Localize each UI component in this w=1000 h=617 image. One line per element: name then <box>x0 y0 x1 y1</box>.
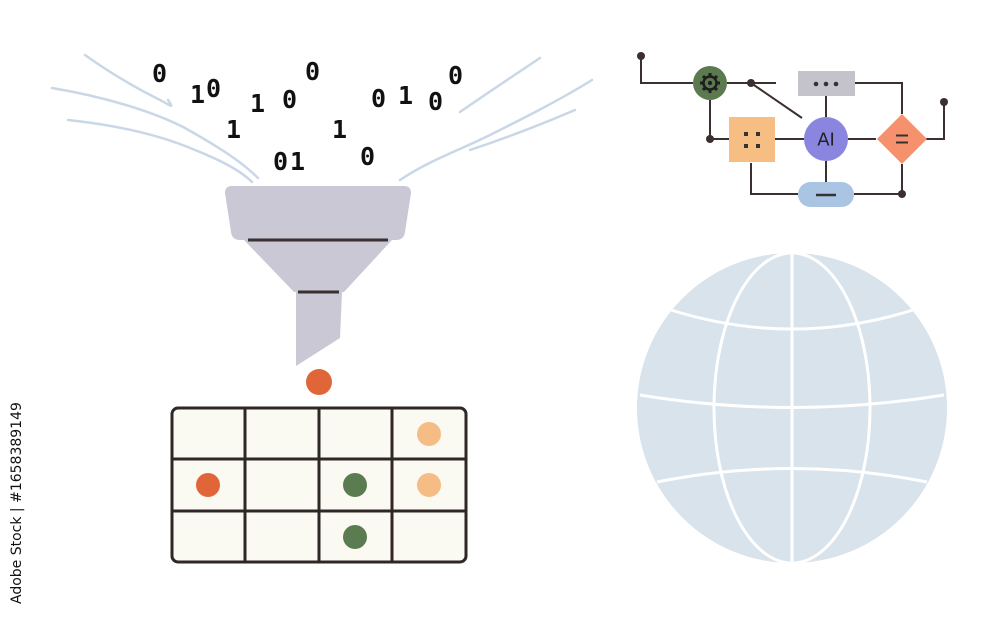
circuit-node-dot <box>747 79 755 87</box>
binary-digit: 1 <box>226 115 241 144</box>
binary-digit: 0 <box>273 147 288 176</box>
binary-digits: 0 1 0 1 0 0 1 0 1 0 0 1 0 1 0 <box>152 57 463 176</box>
globe-icon <box>637 251 947 565</box>
stock-caption: Adobe Stock | #1658389149 <box>9 402 25 604</box>
circuit-node-dot <box>637 52 645 60</box>
circuit-node-dot <box>706 135 714 143</box>
binary-digit: 1 <box>250 89 265 118</box>
ellipsis-icon <box>813 81 839 87</box>
ai-label: AI <box>817 130 835 151</box>
grid-dot-red <box>196 473 220 497</box>
gear-icon <box>700 73 720 93</box>
grid-dot-green <box>343 525 367 549</box>
chat-node <box>798 71 855 96</box>
funnel-icon <box>225 186 411 366</box>
pill-node <box>798 182 854 207</box>
ai-circuit-diagram: AI <box>637 52 948 207</box>
data-stream-lines <box>50 53 594 184</box>
dots-grid-node <box>729 117 775 162</box>
falling-data-dot <box>306 369 332 395</box>
binary-digit: 0 <box>305 57 320 86</box>
grid-dot-green <box>343 473 367 497</box>
binary-digit: 0 <box>448 61 463 90</box>
gear-node <box>693 66 727 100</box>
binary-digit: 0 <box>360 142 375 171</box>
equals-icon <box>896 134 908 144</box>
binary-digit: 0 <box>282 85 297 114</box>
binary-digit: 0 <box>152 59 167 88</box>
grid-dot-peach <box>417 473 441 497</box>
binary-digit: 1 <box>332 115 347 144</box>
binary-digit: 0 <box>371 84 386 113</box>
binary-digit: 0 <box>428 87 443 116</box>
grid-dot-peach <box>417 422 441 446</box>
binary-digit: 1 <box>398 81 413 110</box>
dots-grid-icon <box>744 132 760 148</box>
ai-node: AI <box>804 117 848 161</box>
circuit-node-dot <box>898 190 906 198</box>
binary-digit: 1 <box>290 147 305 176</box>
data-grid <box>170 406 468 564</box>
binary-digit: 1 <box>190 80 205 109</box>
binary-digit: 0 <box>206 74 221 103</box>
circuit-node-dot <box>940 98 948 106</box>
circuit-lines <box>640 56 945 195</box>
diamond-node <box>877 114 927 164</box>
